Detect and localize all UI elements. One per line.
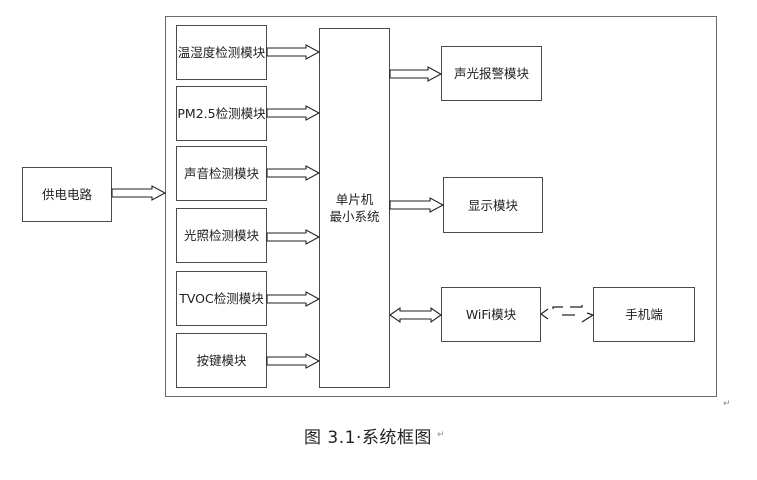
figure-caption: 图 3.1·系统框图 <box>304 428 432 448</box>
arrow-power-to-system <box>111 185 167 201</box>
sensor-block-pm25: PM2.5检测模块 <box>176 86 267 141</box>
key-block: 按键模块 <box>176 333 267 388</box>
mcu-block: 单片机 最小系统 <box>319 28 390 388</box>
sensor-label: 声音检测模块 <box>183 166 259 181</box>
sensor-label: 光照检测模块 <box>183 228 259 243</box>
power-supply-label: 供电电路 <box>41 187 92 202</box>
phone-block: 手机端 <box>593 287 695 342</box>
display-block: 显示模块 <box>443 177 543 233</box>
alarm-block: 声光报警模块 <box>441 46 542 101</box>
sensor-label: PM2.5检测模块 <box>177 106 266 121</box>
output-label: 显示模块 <box>467 197 518 213</box>
mcu-label: 单片机 最小系统 <box>329 192 380 224</box>
sensor-label: TVOC检测模块 <box>179 291 264 306</box>
system-boundary-frame <box>165 16 717 397</box>
phone-label: 手机端 <box>625 307 663 322</box>
sensor-block-light: 光照检测模块 <box>176 208 267 263</box>
sensor-block-sound: 声音检测模块 <box>176 146 267 201</box>
output-label: 声光报警模块 <box>453 66 529 81</box>
sensor-label: 温湿度检测模块 <box>177 45 266 60</box>
power-supply-block: 供电电路 <box>22 167 112 222</box>
sensor-label: 按键模块 <box>196 353 247 368</box>
paragraph-mark: ↵ <box>723 399 731 409</box>
sensor-block-tvoc: TVOC检测模块 <box>176 271 267 326</box>
sensor-block-temp-humidity: 温湿度检测模块 <box>176 25 267 80</box>
wifi-block: WiFi模块 <box>441 287 541 342</box>
paragraph-mark: ↵ <box>437 430 445 440</box>
output-label: WiFi模块 <box>465 307 517 322</box>
